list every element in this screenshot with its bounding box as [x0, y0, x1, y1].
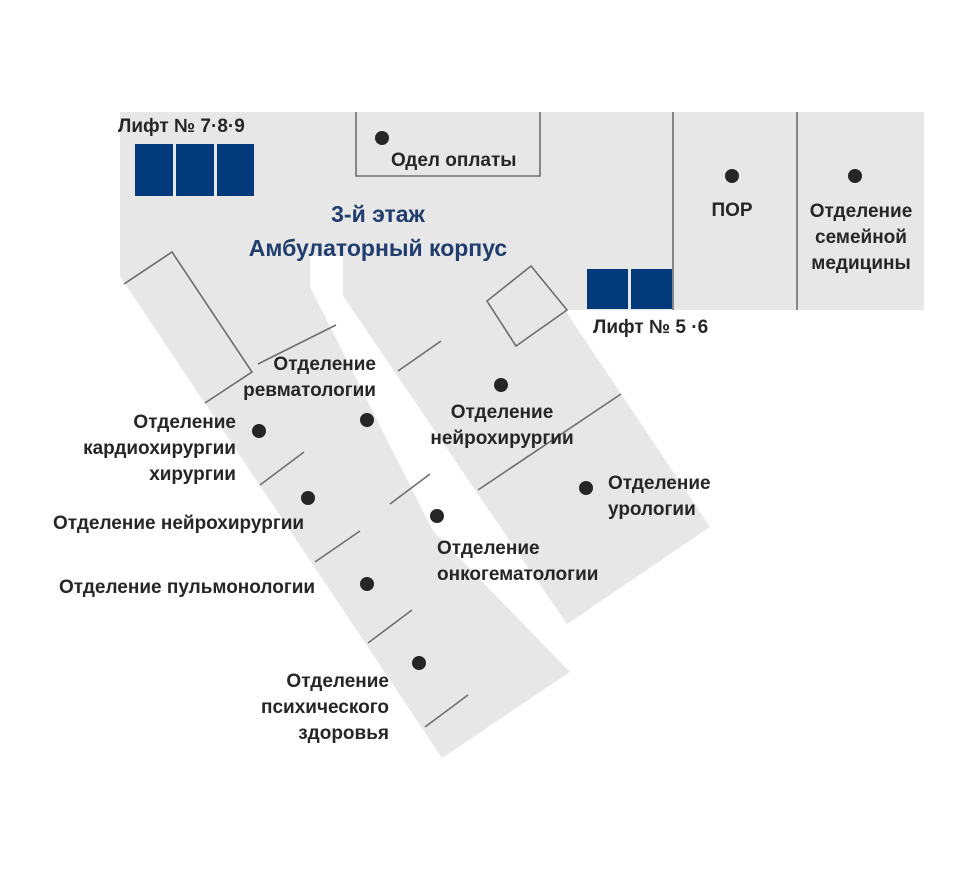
room-label-mental-health: Отделение психического здоровья: [219, 669, 389, 747]
payment-room-wall: [355, 112, 541, 177]
elevator-cabin: [217, 144, 254, 196]
elevator-56-label: Лифт № 5 ·6: [593, 317, 709, 338]
cardio-wall: [259, 451, 305, 486]
elevator-56: [587, 269, 672, 309]
floor-title-line: 3-й этаж: [331, 201, 425, 227]
room-label-line: онкогематологии: [437, 564, 599, 585]
room-label-line: ПОР: [711, 200, 753, 221]
room-label-line: Отделение: [273, 354, 376, 375]
room-label-line: Отделение: [133, 412, 236, 433]
marker-rheumatology-icon: [360, 413, 374, 427]
room-label-neurosurgery-right: Отделение нейрохирургии: [412, 400, 592, 452]
floor-title: 3-й этаж Амбулаторный корпус: [218, 197, 538, 265]
room-label-pulmonology: Отделение пульмонологии: [59, 575, 315, 601]
elevator-789-label: Лифт № 7·8·9: [118, 116, 245, 137]
neuro-right-wall-mid: [389, 473, 431, 505]
floor-title-line: Амбулаторный корпус: [248, 235, 508, 261]
room-label-por: ПОР: [682, 198, 782, 224]
room-label-line: Одел оплаты: [391, 150, 517, 171]
room-label-oncohematology: Отделение онкогематологии: [437, 536, 598, 588]
marker-oncohematology-icon: [430, 509, 444, 523]
location-markers: [252, 131, 862, 670]
pulmo-wall: [367, 609, 413, 644]
room-label-line: нейрохирургии: [430, 428, 574, 449]
elevator-cabin: [631, 269, 672, 309]
rheum-wall: [257, 324, 337, 365]
atrium-gap: [310, 256, 484, 531]
room-label-line: урологии: [608, 499, 696, 520]
elevator-cabin: [587, 269, 628, 309]
room-label-line: Отделение: [450, 402, 554, 423]
neuro-right-wall-top: [397, 340, 442, 372]
elevator-cabin: [176, 144, 214, 196]
marker-urology-icon: [579, 481, 593, 495]
marker-cardiosurgery-icon: [252, 424, 266, 438]
room-label-line: семейной: [815, 227, 907, 248]
room-label-line: Отделение нейрохирургии: [53, 513, 305, 534]
marker-family-medicine-icon: [848, 169, 862, 183]
marker-neurosurgery-left-icon: [301, 491, 315, 505]
room-label-line: здоровья: [298, 723, 389, 744]
room-label-neurosurgery-left: Отделение нейрохирургии: [53, 511, 304, 537]
room-label-cardiosurgery: Отделение кардиохирургии хирургии: [56, 410, 236, 488]
floor-area: [120, 112, 924, 758]
elevator-789: [135, 144, 254, 196]
room-label-line: кардиохирургии: [83, 438, 236, 459]
room-label-line: медицины: [811, 253, 911, 274]
room-label-line: Отделение: [286, 671, 389, 692]
left-wing-box: [123, 250, 254, 404]
room-label-line: ревматологии: [243, 380, 376, 401]
marker-neurosurgery-right-icon: [494, 378, 508, 392]
marker-mental-health-icon: [412, 656, 426, 670]
room-label-family-medicine: Отделение семейной медицины: [798, 199, 924, 277]
room-label-line: хирургии: [149, 464, 236, 485]
neuro-left-wall: [314, 530, 361, 563]
room-label-line: Отделение: [437, 538, 540, 559]
marker-por-icon: [725, 169, 739, 183]
marker-pulmonology-icon: [360, 577, 374, 591]
room-label-rheumatology: Отделение ревматологии: [216, 352, 376, 404]
urology-wall: [477, 393, 622, 491]
room-label-line: Отделение: [809, 201, 913, 222]
room-label-line: Отделение пульмонологии: [59, 577, 316, 598]
room-label-urology: Отделение урологии: [608, 471, 711, 523]
room-label-payment: Одел оплаты: [391, 148, 517, 174]
elevator-cabin: [135, 144, 173, 196]
marker-payment-icon: [375, 131, 389, 145]
mental-wall: [424, 694, 469, 728]
walls: [123, 112, 798, 728]
room-label-line: Отделение: [608, 473, 711, 494]
right-wing-box: [485, 264, 569, 348]
room-label-line: психического: [260, 697, 389, 718]
